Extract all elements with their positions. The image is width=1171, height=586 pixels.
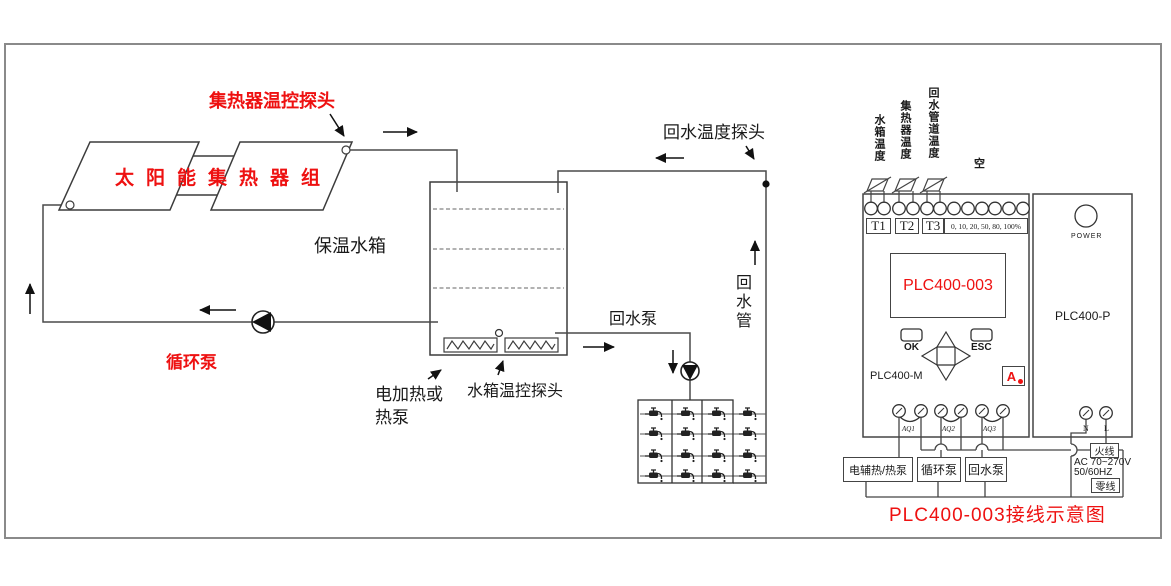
power-label: POWER: [1071, 233, 1103, 240]
expansion-tag-dot: [1018, 379, 1023, 384]
thermistor-icon: [863, 176, 948, 202]
return-probe-label: 回水温度探头: [663, 123, 765, 142]
terminal-box-t3: T3: [922, 218, 944, 234]
tank-probe-icon: [494, 328, 504, 338]
ok-button-label: OK: [904, 342, 919, 353]
input-terminals: [864, 201, 1030, 216]
tank-label: 保温水箱: [314, 236, 386, 256]
aq2-label: AQ2: [942, 425, 955, 433]
live-wire-box: 火线: [1090, 443, 1119, 458]
circulation-pump-icon: [251, 310, 275, 334]
terminal-box-t1: T1: [866, 218, 891, 234]
esc-button: [970, 328, 993, 342]
tank-probe-label: 水箱温控探头: [467, 383, 564, 400]
return-probe-icon: [762, 180, 770, 188]
plc-power-module: [1032, 193, 1133, 438]
storage-tank: [429, 181, 568, 356]
return-pump-label: 回水泵: [609, 311, 658, 328]
flow-arrows: [25, 113, 760, 380]
plc-display: PLC400-003: [890, 253, 1006, 318]
ac-rating-label: AC 70~270V 50/60HZ: [1074, 457, 1131, 478]
circulation-pump-label: 循环泵: [166, 353, 217, 372]
ok-button: [900, 328, 923, 342]
load-box-circulation-pump: 循环泵: [917, 457, 961, 482]
faucet-icon: [644, 407, 758, 483]
load-box-return-pump: 回水泵: [965, 457, 1007, 482]
n-terminal-label: N: [1083, 424, 1089, 433]
plc-spare-label: 空: [974, 158, 985, 170]
collector-label: 太阳能集热器组: [115, 168, 333, 189]
return-pipe-label: 回水管: [733, 274, 750, 331]
diagram-caption: PLC400-003接线示意图: [889, 505, 1106, 526]
load-box-aux-heater: 电辅热/热泵: [843, 457, 913, 482]
faucet-grid: [637, 399, 766, 484]
dial-scale-box: 0, 10, 20, 50, 80, 100%: [944, 218, 1028, 234]
power-indicator: [1074, 204, 1098, 228]
expansion-tag-box: A: [1002, 366, 1025, 386]
neutral-wire-box: 零线: [1091, 478, 1120, 493]
electric-heater-icon: [443, 337, 559, 353]
plc-display-text: PLC400-003: [903, 276, 993, 294]
l-terminal-label: L: [1104, 424, 1109, 433]
aq1-label: AQ1: [902, 425, 915, 433]
aux-heater-label: 电加热或 热泵: [375, 385, 443, 427]
collector-probe-icon: [65, 200, 75, 210]
collector-probe-icon: [341, 145, 351, 155]
plc-main-module-label: PLC400-M: [870, 370, 923, 382]
aq3-label: AQ3: [983, 425, 996, 433]
wiring: [865, 417, 1124, 498]
return-pump-icon: [680, 361, 700, 381]
plc-input-label-collector-temp: 集热器温度: [899, 100, 911, 160]
esc-button-label: ESC: [971, 342, 992, 353]
dpad-arrows: [920, 330, 972, 382]
nl-terminals: [1079, 406, 1113, 420]
expansion-tag-label: A: [1006, 368, 1017, 384]
tank-internals: [433, 208, 564, 353]
collector-probe-label: 集热器温控探头: [209, 91, 335, 111]
terminal-box-t2: T2: [895, 218, 919, 234]
pipes: [42, 149, 767, 484]
plc-power-module-label: PLC400-P: [1055, 309, 1111, 323]
plc-input-label-return-temp: 回水管道温度: [927, 87, 939, 159]
plc-input-label-tank-temp: 水箱温度: [873, 114, 885, 162]
solar-collector-group: [57, 141, 354, 211]
